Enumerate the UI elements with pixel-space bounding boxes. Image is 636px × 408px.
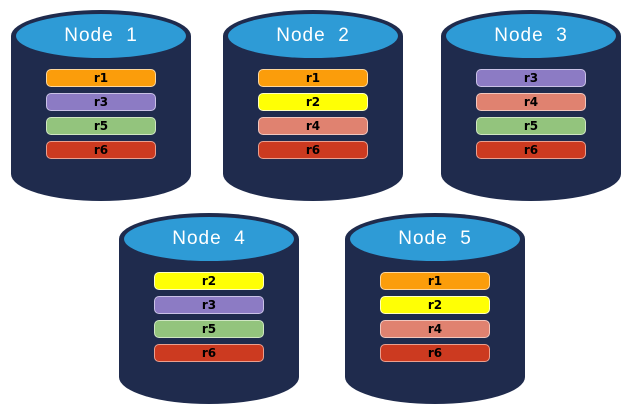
replica-bar: r3 [46, 93, 156, 111]
node-title: Node 4 [172, 228, 246, 249]
replica-bar: r6 [380, 344, 490, 362]
cylinder-top [350, 217, 520, 261]
cylinder-top [124, 217, 294, 261]
replica-bar: r6 [476, 141, 586, 159]
replica-list: r1 r2 r4 r6 [222, 69, 404, 159]
cylinder-top [16, 14, 186, 58]
node-2: Node 2 r1 r2 r4 r6 [222, 8, 404, 202]
replica-bar: r5 [46, 117, 156, 135]
node-title: Node 2 [276, 25, 350, 46]
cylinder-top [228, 14, 398, 58]
node-title: Node 3 [494, 25, 568, 46]
replica-list: r2 r3 r5 r6 [118, 272, 300, 362]
node-5: Node 5 r1 r2 r4 r6 [344, 211, 526, 405]
node-1: Node 1 r1 r3 r5 r6 [10, 8, 192, 202]
replica-bar: r1 [258, 69, 368, 87]
replica-bar: r2 [258, 93, 368, 111]
replica-bar: r5 [476, 117, 586, 135]
cylinder-top [446, 14, 616, 58]
replica-bar: r1 [46, 69, 156, 87]
node-title: Node 1 [64, 25, 138, 46]
replica-bar: r4 [258, 117, 368, 135]
replica-bar: r3 [154, 296, 264, 314]
replica-bar: r4 [476, 93, 586, 111]
node-3: Node 3 r3 r4 r5 r6 [440, 8, 622, 202]
replica-bar: r3 [476, 69, 586, 87]
replica-bar: r6 [258, 141, 368, 159]
replica-bar: r2 [154, 272, 264, 290]
replica-bar: r6 [46, 141, 156, 159]
node-title: Node 5 [398, 228, 472, 249]
replica-bar: r2 [380, 296, 490, 314]
replica-bar: r4 [380, 320, 490, 338]
replica-list: r3 r4 r5 r6 [440, 69, 622, 159]
replica-bar: r6 [154, 344, 264, 362]
replica-list: r1 r2 r4 r6 [344, 272, 526, 362]
replica-list: r1 r3 r5 r6 [10, 69, 192, 159]
node-4: Node 4 r2 r3 r5 r6 [118, 211, 300, 405]
replica-bar: r5 [154, 320, 264, 338]
replica-bar: r1 [380, 272, 490, 290]
